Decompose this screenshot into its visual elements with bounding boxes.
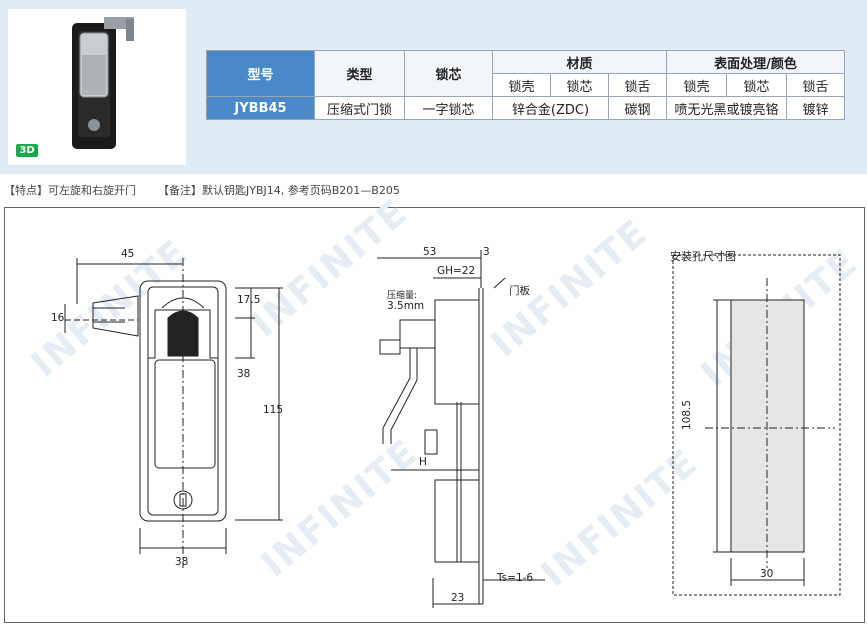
dim-16: 16	[51, 312, 65, 324]
sub-sur-shell: 锁壳	[666, 73, 727, 97]
h-core: 锁芯	[404, 50, 493, 97]
h-model: 型号	[206, 50, 315, 97]
note-remark: 【备注】默认钥匙JYBJ14, 参考页码B201—B205	[158, 184, 400, 197]
product-photo: 3D	[8, 9, 186, 165]
dim-gh: GH=22	[437, 265, 476, 277]
cell-model: JYBB45	[206, 96, 315, 120]
dim-115: 115	[263, 404, 284, 416]
cutout-title: 安装孔尺寸图	[670, 250, 736, 263]
dim-h: H	[419, 456, 427, 468]
badge-3d: 3D	[16, 144, 38, 157]
dim-3: 3	[483, 246, 490, 258]
h-type: 类型	[314, 50, 405, 97]
cell-core: 一字锁芯	[404, 96, 493, 120]
dim-38-h: 38	[175, 556, 189, 568]
cell-material-shell-core: 锌合金(ZDC)	[492, 96, 609, 120]
dim-23: 23	[451, 592, 465, 604]
cell-type: 压缩式门锁	[314, 96, 405, 120]
drawing-lines	[64, 250, 841, 608]
sub-sur-core: 锁芯	[726, 73, 787, 97]
label-compress-2: 3.5mm	[387, 300, 425, 312]
dim-108-5: 108.5	[681, 399, 693, 430]
sub-mat-core: 锁芯	[550, 73, 609, 97]
cell-material-tongue: 碳钢	[608, 96, 667, 120]
label-compress-1: 压缩量:	[387, 291, 418, 301]
spec-table: 型号 类型 锁芯 材质 表面处理/颜色 锁壳 锁芯 锁舌 锁壳 锁芯 锁舌 JY…	[206, 50, 845, 120]
dim-38-v: 38	[237, 368, 251, 380]
door-lock-image	[72, 17, 134, 149]
sub-sur-tongue: 锁舌	[786, 73, 845, 97]
note-feature: 【特点】可左旋和右旋开门	[4, 184, 136, 197]
dim-17-5: 17.5	[237, 294, 261, 306]
h-material: 材质	[492, 50, 667, 74]
cell-surface-shell-core: 喷无光黑或镀亮铬	[666, 96, 787, 120]
sub-mat-tongue: 锁舌	[608, 73, 667, 97]
dim-ts: Ts=1-6	[497, 572, 534, 584]
dim-30: 30	[760, 568, 774, 580]
sub-mat-shell: 锁壳	[492, 73, 551, 97]
h-surface: 表面处理/颜色	[666, 50, 845, 74]
dim-45: 45	[121, 248, 135, 260]
cell-surface-tongue: 镀锌	[786, 96, 845, 120]
dim-53: 53	[423, 246, 437, 258]
technical-drawing: INFINITE INFINITE INFINITE INFINITE INFI…	[4, 192, 866, 623]
label-door-panel: 门板	[509, 285, 530, 297]
